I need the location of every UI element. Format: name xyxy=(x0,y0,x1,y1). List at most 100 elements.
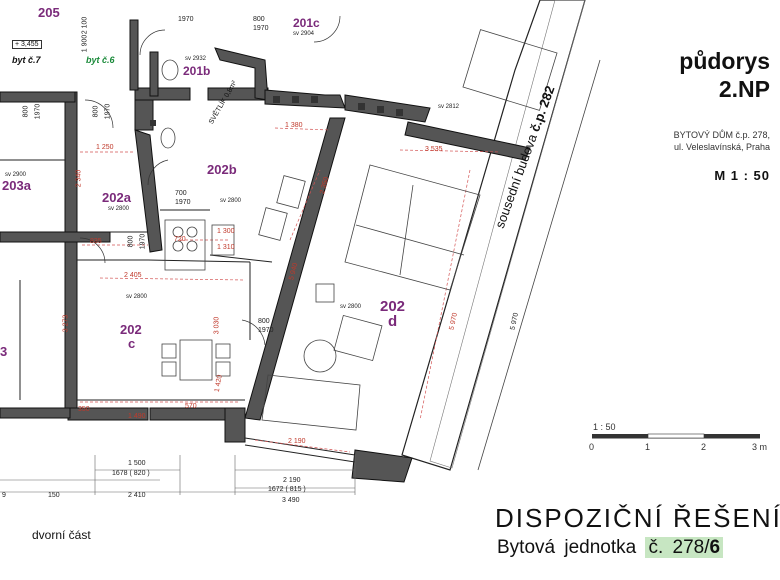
title-line-2: 2.NP xyxy=(718,76,770,102)
armchair xyxy=(333,314,383,362)
wall-segment xyxy=(0,91,76,103)
dim-label: 1 900 xyxy=(81,34,89,53)
chair xyxy=(161,361,177,377)
neighbor-line xyxy=(477,59,601,471)
dim-label: 2 190 xyxy=(283,477,301,484)
bed xyxy=(344,164,481,291)
room-202d-label-a: 202 xyxy=(380,298,406,315)
fridge xyxy=(211,224,235,256)
room-201b-label: 201b xyxy=(183,64,211,78)
wall-segment xyxy=(244,117,346,421)
dim-label: 1970 xyxy=(34,103,42,120)
scale-label: M 1 : 50 xyxy=(714,168,770,183)
scale-tick-0: 0 xyxy=(589,442,595,452)
thin-walls xyxy=(0,159,356,463)
dim-label: 2 190 xyxy=(288,438,306,445)
unit-number-badge: č. 278/6 xyxy=(645,537,724,558)
chair xyxy=(215,361,231,377)
courtyard-label: dvorní část xyxy=(32,528,91,542)
desk-chair xyxy=(315,283,335,303)
scale-tick-3: 3 m xyxy=(752,442,768,452)
wall-segment xyxy=(149,51,159,97)
address-line-1: BYTOVÝ DŮM č.p. 278, xyxy=(673,130,770,140)
dim-label: 3 535 xyxy=(425,146,443,153)
dim-label: 800 xyxy=(22,105,30,118)
dim-label: 1970 xyxy=(104,103,112,120)
wall-segment xyxy=(134,129,163,253)
toilet xyxy=(160,127,176,149)
dining-table xyxy=(179,339,213,381)
kitchen-counter xyxy=(164,219,206,271)
dim-label: 720 xyxy=(174,236,186,243)
byt-7-label: byt č.7 xyxy=(12,55,41,65)
footer-subtitle: Bytová jednotka č. 278/6 xyxy=(497,537,724,559)
bottom-dimensions xyxy=(0,455,356,495)
wall-segment xyxy=(64,91,78,413)
scale-bar-label: 1 : 50 xyxy=(593,422,616,432)
dim-label: 1 250 xyxy=(96,144,114,151)
dim-label: 2 405 xyxy=(124,272,142,279)
dim-label: 570 xyxy=(185,403,197,410)
room-202c-label-b: c xyxy=(128,336,136,351)
dim-label: 3 490 xyxy=(282,497,300,504)
wardrobe xyxy=(462,29,558,111)
dim-label: 700 xyxy=(175,190,187,197)
round-table xyxy=(303,339,337,373)
dim-label: 2 410 xyxy=(128,492,146,499)
wall-segment xyxy=(129,19,139,91)
room-205-label: 205 xyxy=(38,5,60,20)
room-202a-sv: sv 2800 xyxy=(108,206,130,212)
dim-label: 3 030 xyxy=(213,316,221,335)
dim-label: 1 300 xyxy=(217,228,235,235)
dim-label: 150 xyxy=(48,492,60,499)
dim-label: 350 xyxy=(78,406,90,413)
address-line-2: ul. Veleslavínská, Praha xyxy=(673,142,770,152)
room-203a-sv: sv 2900 xyxy=(5,172,27,178)
scale-bar-graphic xyxy=(592,433,760,439)
room-202a-label: 202a xyxy=(102,190,131,205)
dim-label: 1970 xyxy=(178,16,194,23)
washing-machine xyxy=(276,175,306,209)
wall-segment xyxy=(0,407,71,419)
scale-tick-1: 1 xyxy=(645,442,651,452)
byt-6-label: byt č.6 xyxy=(86,55,115,65)
east-wall-hatch xyxy=(429,0,586,469)
dim-label: 1 380 xyxy=(285,122,303,129)
dim-label: 1 500 xyxy=(128,460,146,467)
unit-number: 6 xyxy=(709,537,721,558)
wall-segment xyxy=(344,94,431,123)
room-202c-sv: sv 2800 xyxy=(126,294,148,300)
column-squares xyxy=(150,96,403,126)
furniture xyxy=(160,29,558,431)
wall-segment xyxy=(264,89,346,109)
room-202b-sv: sv 2800 xyxy=(220,198,242,204)
chair xyxy=(161,343,177,359)
room-202c-label-a: 202 xyxy=(120,322,142,337)
dim-label: 2 340 xyxy=(75,169,83,188)
room-201c-sv: sv 2904 xyxy=(293,31,315,37)
room-202b-label: 202b xyxy=(207,162,237,177)
dim-label: 1970 xyxy=(175,199,191,206)
scale-tick-2: 2 xyxy=(701,442,707,452)
wall-segment xyxy=(404,121,531,161)
wall-segment xyxy=(214,47,269,101)
chair xyxy=(215,343,231,359)
dim-label: 1672 ( 815 ) xyxy=(268,486,306,493)
dim-label: 800 xyxy=(258,318,270,325)
east-boundary-wall xyxy=(401,0,586,471)
sv-2812-label: sv 2812 xyxy=(438,104,460,110)
dim-label: 1 490 xyxy=(128,413,146,420)
dim-label: 800 xyxy=(127,235,135,248)
dim-label: 1970 xyxy=(258,327,274,334)
room-201c-label: 201c xyxy=(293,16,320,30)
dim-label: 2 100 xyxy=(81,16,89,35)
dim-label: 835 xyxy=(90,238,102,245)
dim-label: 1 310 xyxy=(217,244,235,251)
dim-label: 3 273 xyxy=(62,314,70,333)
dim-label: 800 xyxy=(253,16,265,23)
room-3-label: 3 xyxy=(0,344,8,359)
wall-segment xyxy=(224,407,246,443)
unit-prefix: č. 278/ xyxy=(648,537,710,558)
cabinet xyxy=(258,207,288,241)
